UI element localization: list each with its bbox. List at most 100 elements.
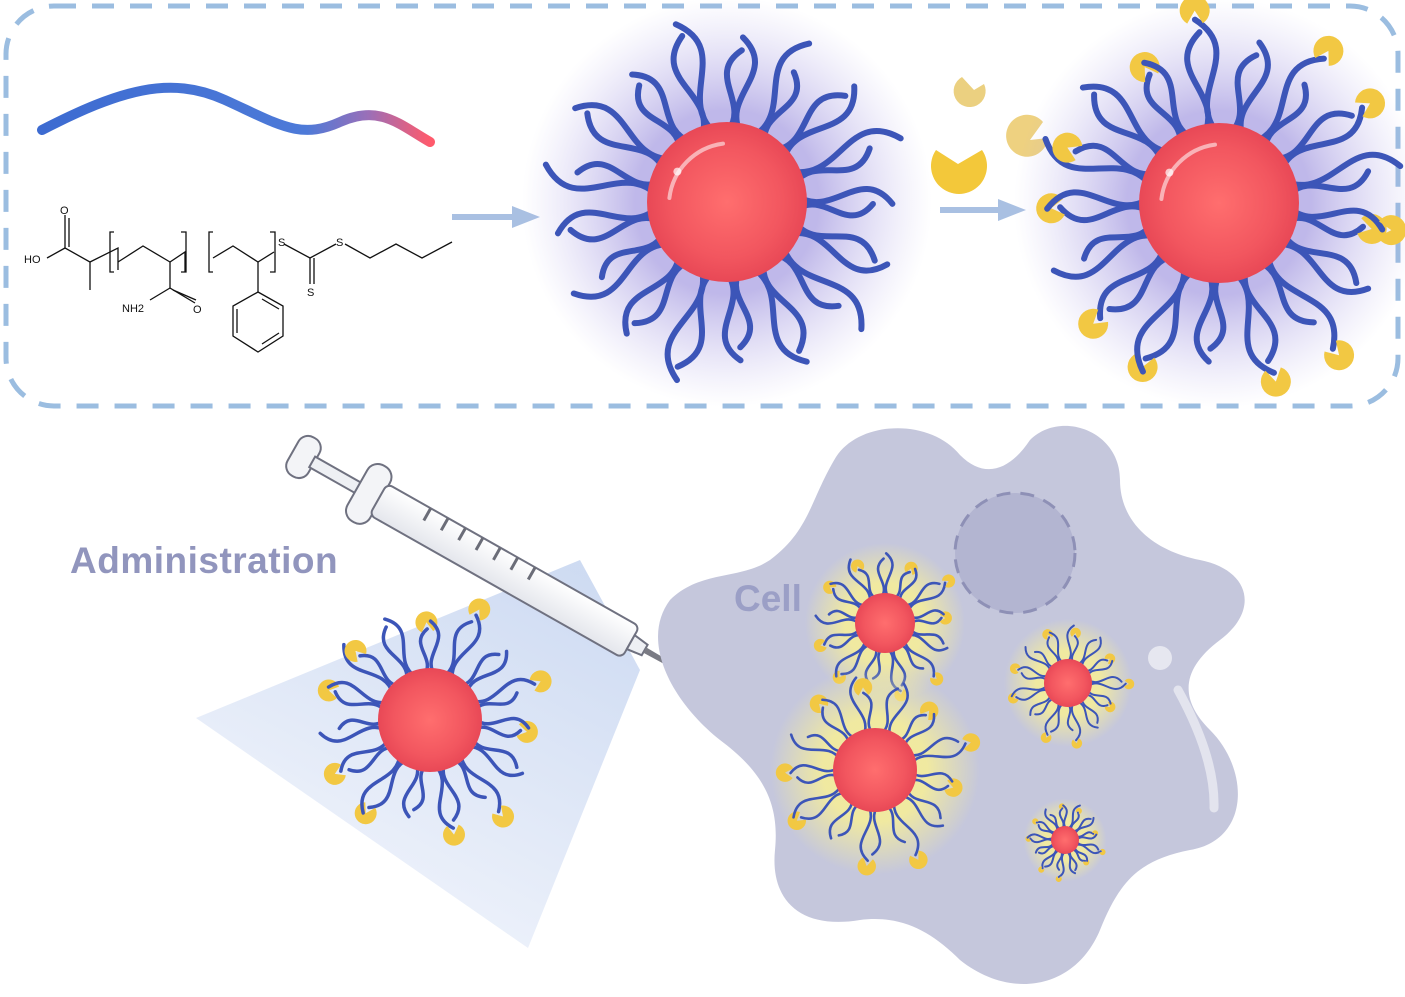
corona-chain: [1066, 851, 1077, 875]
corona-chain: [786, 230, 891, 274]
corona-chain: [794, 186, 896, 207]
ligand-pacman-icon: [857, 857, 876, 876]
corona-chain: [907, 633, 949, 652]
ligand-pacman-icon: [1040, 732, 1052, 743]
corona-chain: [1034, 842, 1055, 854]
corona-chain: [771, 92, 849, 154]
corona-chain: [721, 269, 744, 364]
ligand-pacman-icon: [850, 559, 865, 573]
corona-chain: [672, 21, 718, 136]
ligand-pacman-icon: [1009, 663, 1021, 674]
ligand-pacman-icon: [1104, 701, 1116, 713]
corona-chain: [1191, 16, 1221, 136]
corona-chain: [899, 794, 945, 828]
ligand-pacman-icon: [443, 824, 466, 846]
corona-chain: [441, 619, 474, 679]
corona-chain: [892, 800, 920, 857]
ligand-pacman-icon: [962, 733, 981, 752]
ligand-pacman-icon: [853, 678, 873, 696]
corona-chain: [1024, 645, 1052, 673]
corona-chain: [791, 218, 878, 264]
chem-atom-o2: O: [193, 304, 202, 316]
corona-chain: [907, 736, 960, 757]
corona-chain: [1087, 682, 1127, 690]
corona-chain: [572, 102, 675, 163]
corona-chain: [1010, 684, 1049, 698]
corona-chain: [383, 617, 418, 679]
ligand-pacman-icon: [1313, 35, 1344, 66]
chemical-structure: [46, 215, 453, 353]
ligand-pacman-icon: [1260, 367, 1291, 397]
chem-atom-o1: O: [60, 205, 69, 217]
corona-chain: [1079, 83, 1174, 156]
cell-label: Cell: [734, 578, 802, 619]
corona-chain: [450, 613, 482, 682]
corona-chain: [791, 145, 873, 187]
ligand-pacman-icon: [813, 638, 827, 653]
micelle-core: [378, 668, 482, 772]
chem-atom-s3: S: [307, 287, 314, 299]
corona-chain: [733, 34, 758, 136]
arrow-right-2: [940, 199, 1026, 221]
corona-chain: [1193, 269, 1216, 365]
corona-chain: [1057, 203, 1153, 223]
corona-chain: [799, 791, 848, 820]
corona-chain: [1074, 816, 1095, 835]
corona-chain: [1279, 229, 1360, 287]
corona-chain: [1237, 39, 1271, 140]
corona-chain: [792, 783, 843, 819]
internalized-micelle: [1023, 798, 1107, 882]
corona-chain: [1072, 817, 1092, 833]
ligand-pacman-icon: [1008, 692, 1019, 704]
corona-chain: [884, 552, 894, 599]
corona-chain: [367, 758, 410, 810]
corona-chain: [1044, 189, 1152, 212]
micelle-core: [647, 122, 807, 282]
corona-chain: [1057, 851, 1066, 879]
cell-internalized-micelles: [770, 543, 1135, 882]
corona-chain: [910, 742, 967, 765]
ligand-pacman-icon: [931, 150, 987, 194]
corona-chain: [1076, 833, 1098, 841]
corona-chain: [1134, 260, 1187, 375]
ligand-pacman-icon: [1324, 340, 1355, 371]
corona-chain: [1271, 110, 1355, 163]
corona-chain: [814, 614, 860, 625]
corona-chain: [829, 581, 867, 607]
corona-chain: [834, 639, 867, 678]
cell-highlight-dot: [1148, 646, 1172, 670]
corona-chain: [459, 751, 502, 814]
internalized-micelle: [1004, 619, 1135, 749]
corona-chain: [342, 642, 395, 696]
corona-chain: [907, 581, 947, 613]
ligand-pacman-icon: [930, 672, 944, 686]
micelle-core: [1044, 659, 1092, 707]
corona-chain: [567, 215, 663, 243]
corona-chain: [631, 258, 693, 327]
ligand-pacman-icon: [909, 850, 928, 870]
corona-chain: [1097, 243, 1167, 322]
polymer-chain-icon: [37, 82, 435, 147]
corona-chain: [1075, 843, 1102, 854]
corona-chain: [771, 251, 842, 310]
corona-chain: [360, 752, 402, 815]
corona-chain: [1141, 59, 1195, 142]
corona-chain: [318, 725, 388, 743]
corona-chain: [629, 71, 694, 145]
ligand-pacman-icon: [904, 561, 918, 575]
corona-chain: [1230, 268, 1277, 376]
corona-chain: [1286, 204, 1386, 233]
corona-chain: [1035, 820, 1057, 834]
ligand-pacman-icon: [344, 639, 367, 662]
ligand-pacman-icon: [1055, 876, 1062, 882]
ligand-pacman-icon: [775, 763, 794, 782]
ligand-pacman-icon: [1124, 678, 1135, 690]
corona-chain: [622, 250, 683, 337]
ligand-pacman-icon: [1099, 848, 1106, 856]
corona-chain: [1068, 850, 1078, 872]
corona-chain: [1080, 636, 1102, 669]
ligand-pacman-icon: [1355, 88, 1386, 119]
corona-chain: [1044, 849, 1060, 868]
ligand-pacman-icon: [1071, 738, 1083, 749]
